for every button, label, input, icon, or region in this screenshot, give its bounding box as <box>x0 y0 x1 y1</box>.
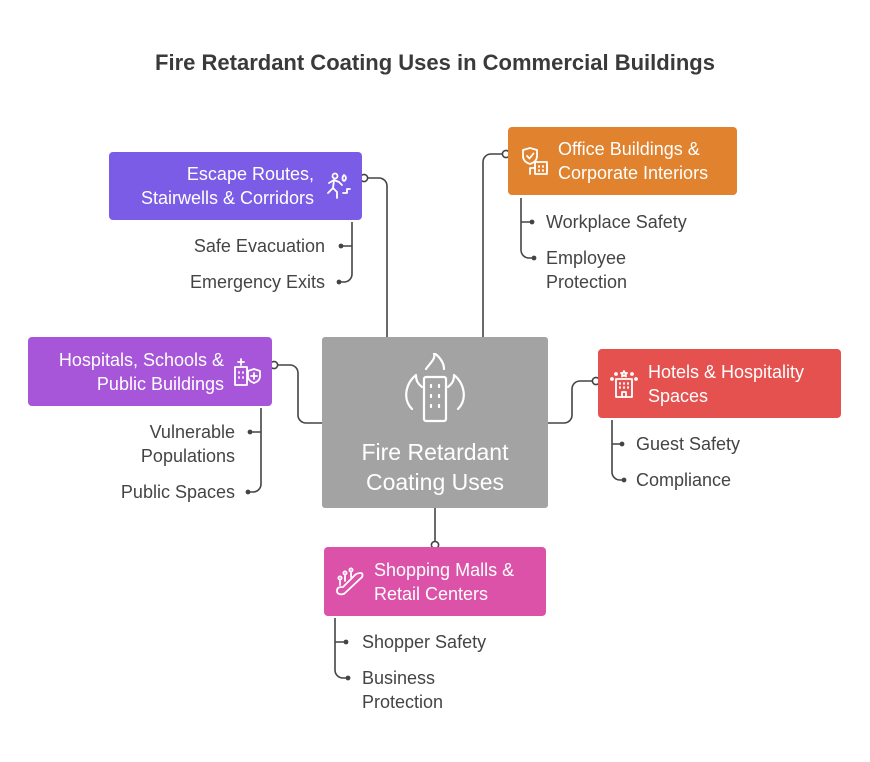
hospitals-item-vulnerable: Vulnerable <box>149 422 235 442</box>
branch-shopping-malls: Shopping Malls & Retail Centers <box>324 547 546 616</box>
escalator-icon <box>336 567 364 596</box>
office-label-line2: Corporate Interiors <box>558 163 709 183</box>
shield-building-icon <box>522 147 548 175</box>
connector-hospitals <box>276 364 322 424</box>
malls-label-line2: Retail Centers <box>374 583 489 604</box>
branch-office-buildings: Office Buildings & Corporate Interiors <box>508 127 737 195</box>
running-person-icon <box>327 172 351 199</box>
escape-label-line1: Escape Routes, <box>186 164 314 184</box>
malls-label-line1: Shopping Malls & <box>374 559 515 580</box>
branch-escape-routes: Escape Routes, Stairwells & Corridors <box>109 152 362 220</box>
hotels-item-guest-safety: Guest Safety <box>636 434 741 454</box>
office-item-workplace-safety: Workplace Safety <box>546 212 687 232</box>
hospital-shield-icon <box>234 358 261 386</box>
connector-hotels <box>548 380 594 424</box>
connector-escape <box>366 177 388 337</box>
sub-connector-hospitals <box>248 408 262 493</box>
office-item-protection: Protection <box>546 272 628 292</box>
sub-connector-office <box>520 198 534 259</box>
malls-item-business: Business <box>362 668 436 688</box>
hospitals-label-line1: Hospitals, Schools & <box>58 349 224 370</box>
center-label-line2: Coating Uses <box>365 469 505 495</box>
hotel-icon <box>610 370 638 398</box>
hotels-label-line1: Hotels & Hospitality <box>648 361 805 382</box>
escape-item-emergency-exits: Emergency Exits <box>189 272 325 292</box>
center-label-line1: Fire Retardant <box>361 439 509 465</box>
escape-label-line2: Stairwells & Corridors <box>140 188 314 208</box>
center-label: Fire Retardant Coating Uses <box>322 437 548 497</box>
sub-connector-hotels <box>611 420 624 481</box>
sub-connector-escape <box>338 222 353 283</box>
malls-item-protection: Protection <box>362 692 444 712</box>
branch-hospitals-schools: Hospitals, Schools & Public Buildings <box>28 337 272 406</box>
diagram-title: Fire Retardant Coating Uses in Commercia… <box>155 50 715 75</box>
center-node: Fire Retardant Coating Uses <box>322 337 548 508</box>
office-item-employee: Employee <box>546 248 627 268</box>
office-label-line1: Office Buildings & <box>558 139 700 159</box>
burning-building-icon <box>405 353 465 423</box>
sub-connector-malls <box>334 618 348 679</box>
hotels-item-compliance: Compliance <box>636 470 732 490</box>
connector-office <box>482 153 504 337</box>
escape-item-safe-evacuation: Safe Evacuation <box>193 236 325 256</box>
hospitals-item-populations: Populations <box>140 446 235 466</box>
hospitals-item-public-spaces: Public Spaces <box>120 482 235 502</box>
hospitals-label-line2: Public Buildings <box>96 373 224 394</box>
branch-hotels-hospitality: Hotels & Hospitality Spaces <box>598 349 841 418</box>
hotels-label-line2: Spaces <box>648 385 709 406</box>
malls-item-shopper-safety: Shopper Safety <box>362 632 487 652</box>
